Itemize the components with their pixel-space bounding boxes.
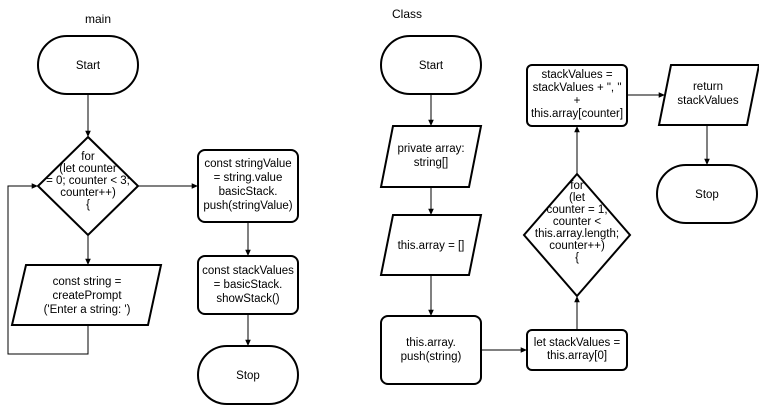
class-return-output: return stackValues [657,64,759,126]
class-stop-node: Stop [656,164,758,224]
main-stop-label: Stop [236,370,260,382]
class-concat-label: stackValues =stackValues + ", "+this.arr… [531,69,623,120]
label-line: (let counter [59,163,117,175]
main-start-label: Start [76,60,101,72]
label-line: counter++) [549,240,605,252]
label-line: push(stringValue) [203,200,292,212]
label-line: push(string) [401,351,462,363]
class-private-array-data: private array: string[] [379,125,483,188]
class-start-label: Start [419,60,444,72]
label-line: showStack() [216,293,279,305]
label-line: stackValues = [541,69,612,81]
label-line: let stackValues = [534,337,621,349]
class-section-title: Class [392,7,422,21]
label-line: this.array = [] [398,240,465,252]
edge-main-prompt-loop-back [7,183,89,355]
label-line: counter < [553,216,602,228]
label-line: stackValues + ", " [533,82,622,94]
class-concat-process: stackValues =stackValues + ", "+this.arr… [526,64,628,127]
label-line: ('Enter a string: ') [44,304,131,316]
label-line: counter++) [60,187,116,199]
main-prompt-input: const string = createPrompt ('Enter a stri… [10,264,163,326]
label-line: createPrompt [52,290,122,302]
main-show-label: const stackValues = basicStack. showStack(… [202,265,294,305]
label-line: { [86,199,90,211]
label-line: this.array. [406,337,456,349]
label-line: (let [569,192,586,204]
main-section-title: main [85,12,111,26]
main-start-node: Start [37,35,139,95]
class-start-node: Start [380,35,482,95]
label-line: const string = [53,276,122,288]
class-return-label: return stackValues [677,81,738,107]
label-line: = 0; counter < 3; [46,175,130,187]
label-line: const stackValues [202,265,294,277]
main-push-label: const stringValue = string.value basicStac… [203,158,292,212]
main-for-loop-decision: for(let counter= 0; counter < 3;counter+… [36,135,140,237]
label-line: { [575,252,579,264]
class-stop-label: Stop [695,189,719,201]
main-prompt-label: const string = createPrompt ('Enter a stri… [44,276,131,316]
label-line: private array: [397,143,464,155]
label-line: string[] [414,157,449,169]
class-private-array-label: private array: string[] [397,143,464,169]
label-line: = string.value [214,172,283,184]
class-let-stack-process: let stackValues =this.array[0] [526,329,628,371]
main-push-process: const stringValue = string.value basicStac… [197,149,299,223]
label-line: basicStack. [219,186,278,198]
main-show-process: const stackValues = basicStack. showStack(… [197,255,299,315]
main-stop-node: Stop [197,345,299,405]
label-line: stackValues [677,95,738,107]
label-line: + [574,95,581,107]
label-line: return [693,81,723,93]
label-line: counter = 1; [546,204,607,216]
class-array-init-data: this.array = [] [379,214,483,276]
label-line: for [81,151,95,163]
label-line: = basicStack. [214,279,283,291]
label-line: this.array[0] [547,350,607,362]
class-array-push-label: this.array. push(string) [401,337,462,363]
class-array-push-process: this.array. push(string) [380,315,482,385]
label-line: for [570,180,584,192]
class-let-stack-label: let stackValues =this.array[0] [534,337,621,362]
label-line: this.array.length; [535,228,619,240]
label-line: this.array[counter] [531,108,623,120]
class-array-init-label: this.array = [] [398,240,465,252]
main-for-loop-label: for(let counter= 0; counter < 3;counter+… [46,151,130,211]
label-line: const stringValue [204,158,291,170]
